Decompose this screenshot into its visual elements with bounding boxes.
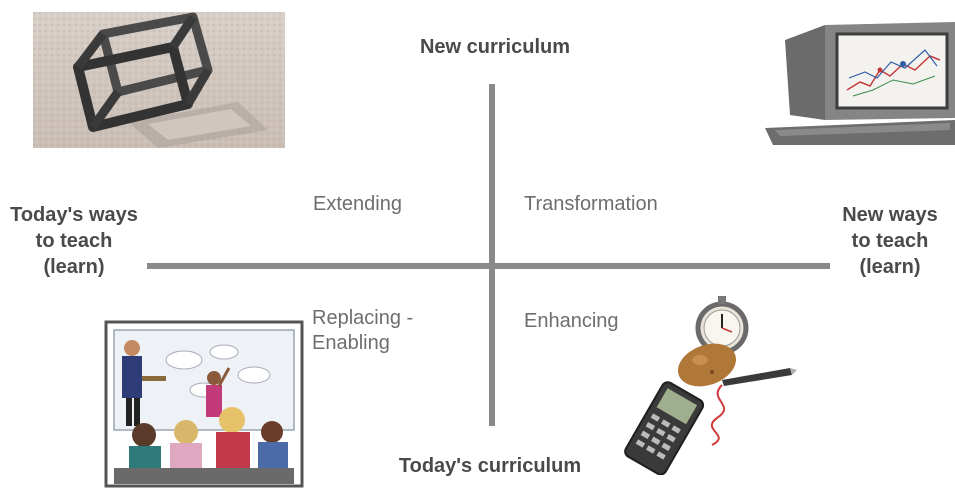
axis-label-line: New ways bbox=[842, 204, 938, 226]
axis-label-line: (learn) bbox=[859, 256, 921, 278]
quadrant-label-line: Replacing - bbox=[312, 307, 414, 329]
quadrant-transformation: Transformation bbox=[524, 193, 658, 215]
axis-label-todays-curriculum: Today's curriculum bbox=[398, 455, 582, 477]
computer-monitor-icon bbox=[765, 22, 955, 145]
axis-label-line: Today's ways bbox=[10, 204, 138, 226]
stopwatch-calculator-icon bbox=[624, 296, 797, 475]
quadrant-label-line: Enabling bbox=[312, 332, 390, 354]
axis-label-todays-ways: Today's ways to teach (learn) bbox=[0, 202, 148, 280]
classroom-icon bbox=[104, 320, 304, 488]
horizontal-axis bbox=[147, 263, 830, 269]
quadrant-replacing-enabling: Replacing - Enabling bbox=[312, 306, 413, 356]
axis-label-line: to teach bbox=[35, 230, 113, 252]
axis-label-new-ways: New ways to teach (learn) bbox=[825, 202, 955, 280]
quadrant-enhancing: Enhancing bbox=[524, 310, 619, 332]
quadrant-extending: Extending bbox=[313, 193, 402, 215]
axis-label-new-curriculum: New curriculum bbox=[419, 36, 571, 58]
vertical-axis bbox=[489, 84, 495, 426]
axis-label-line: (learn) bbox=[43, 256, 105, 278]
axis-label-line: to teach bbox=[851, 230, 929, 252]
wireframe-cube-icon bbox=[33, 12, 285, 148]
